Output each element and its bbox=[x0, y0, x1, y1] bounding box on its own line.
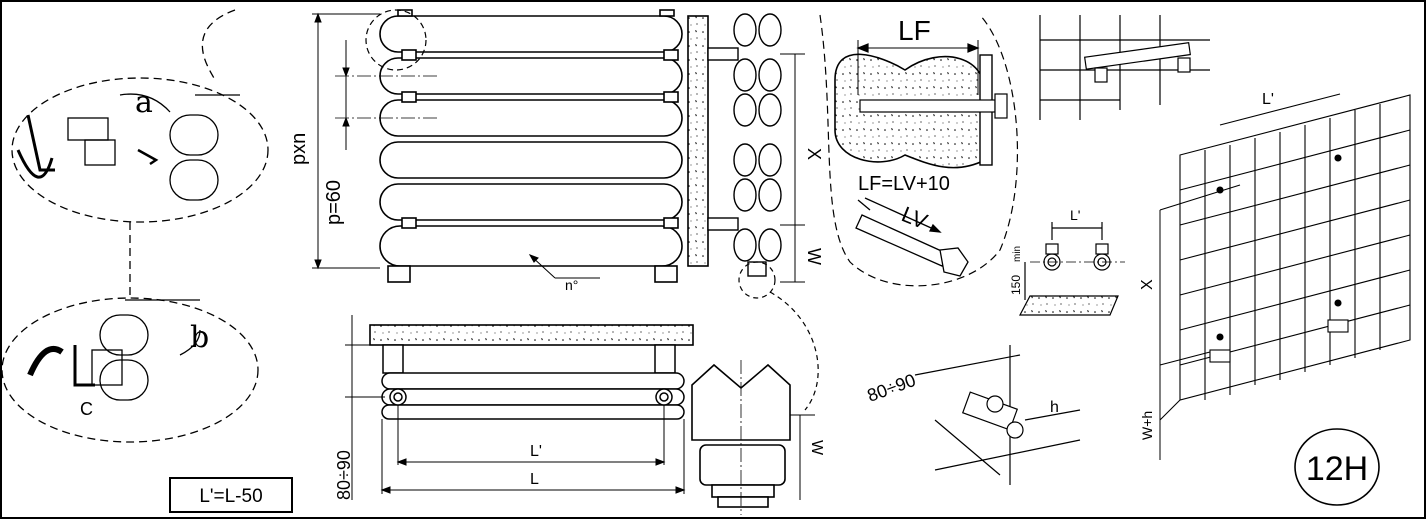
dim-pxn: pxn bbox=[288, 133, 310, 165]
wall-level-detail bbox=[1039, 15, 1210, 120]
radiator-front-view bbox=[379, 9, 683, 283]
badge-code: 12H bbox=[1306, 450, 1368, 488]
detail-b bbox=[1, 297, 259, 443]
valve-detail bbox=[691, 360, 791, 515]
valve-h: h bbox=[1050, 399, 1059, 416]
formula-box-label: L'=L-50 bbox=[199, 486, 262, 507]
callout-a: a bbox=[135, 85, 153, 120]
dim-n: n° bbox=[565, 277, 578, 293]
wall-wh: W+h bbox=[1139, 411, 1155, 440]
valve-80-90: 80÷90 bbox=[865, 370, 919, 406]
wall-top-view bbox=[369, 324, 694, 346]
dim-l-top: L bbox=[530, 471, 539, 488]
anchor-lf-formula: LF=LV+10 bbox=[858, 173, 950, 195]
wall-x: X bbox=[1139, 279, 1156, 290]
dim-x-side: X bbox=[804, 148, 824, 160]
pipes-l-prime: L' bbox=[1070, 207, 1080, 223]
dim-p60: p=60 bbox=[323, 180, 345, 225]
pipes-height-suffix: min bbox=[1012, 246, 1023, 262]
callout-b: b bbox=[190, 320, 209, 355]
callout-c: C bbox=[80, 399, 93, 419]
formula-box bbox=[169, 477, 293, 513]
detail-a bbox=[11, 9, 269, 223]
wall-section bbox=[687, 15, 709, 267]
dim-w-side: W bbox=[804, 248, 824, 265]
dim-l-prime-top: L' bbox=[530, 443, 542, 460]
wall-grid bbox=[1159, 93, 1411, 421]
radiator-top-view bbox=[381, 344, 685, 420]
dim-80-90-top: 80÷90 bbox=[334, 450, 354, 500]
pipes-height: 150 bbox=[1009, 275, 1023, 295]
anchor-lf-title: LF bbox=[898, 15, 931, 46]
wall-l-prime-top: L' bbox=[1262, 91, 1274, 108]
dim-w-detail: W bbox=[808, 440, 825, 456]
valve-iso bbox=[914, 345, 1081, 485]
badge bbox=[1294, 428, 1380, 506]
anchor-lv: LV bbox=[898, 201, 931, 234]
screw bbox=[855, 197, 969, 277]
pipes-detail bbox=[1019, 222, 1125, 316]
radiator-side-view bbox=[707, 13, 782, 277]
